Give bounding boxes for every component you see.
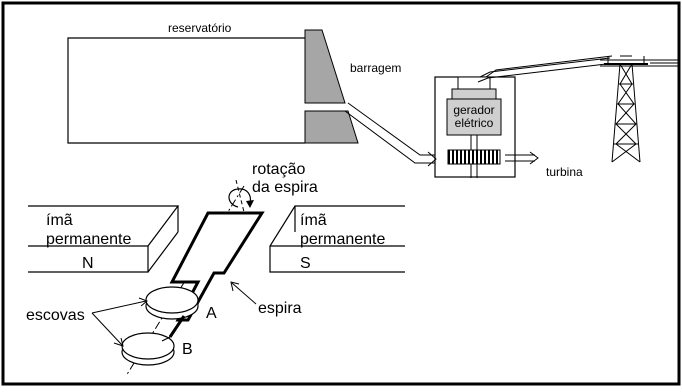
label-magnet-right-line1: ímã — [300, 212, 327, 229]
label-ring-b: B — [182, 341, 193, 358]
label-ring-a: A — [206, 305, 217, 322]
label-pole-n: N — [82, 255, 94, 272]
penstock-pipe — [344, 102, 437, 167]
magnet-right — [269, 205, 405, 273]
label-rotation-line1: rotação — [252, 161, 305, 178]
slip-ring-b — [121, 332, 175, 366]
generator-label-line1: gerador — [453, 103, 494, 117]
turbine — [447, 149, 501, 165]
rotation-arrowhead — [246, 200, 254, 208]
label-magnet-left-line2: permanente — [46, 231, 131, 248]
label-magnet-right-line2: permanente — [300, 231, 385, 248]
generator-label-line2: elétrico — [455, 116, 494, 130]
coil-leads — [161, 315, 186, 342]
dam — [304, 29, 359, 144]
outlet-arrow — [505, 151, 539, 165]
label-rotation-line2: da espira — [252, 179, 318, 196]
coil-axis-upper — [235, 179, 245, 213]
label-dam: barragem — [350, 61, 401, 75]
outer-border — [1, 1, 681, 386]
brush-pointers — [91, 297, 148, 347]
generator: gerador elétrico — [446, 76, 502, 136]
reservoir — [67, 37, 305, 144]
label-turbine: turbina — [546, 165, 583, 179]
label-pole-s: S — [300, 255, 311, 272]
coil-pointer — [230, 281, 257, 305]
transmission-tower — [604, 55, 648, 163]
label-coil: espira — [258, 300, 302, 317]
transmission-lines — [477, 55, 678, 83]
label-magnet-left-line1: ímã — [46, 212, 73, 229]
magnet-left — [28, 205, 180, 273]
slip-ring-a — [145, 286, 199, 320]
label-brushes: escovas — [26, 307, 85, 324]
label-reservoir: reservatório — [168, 21, 232, 35]
